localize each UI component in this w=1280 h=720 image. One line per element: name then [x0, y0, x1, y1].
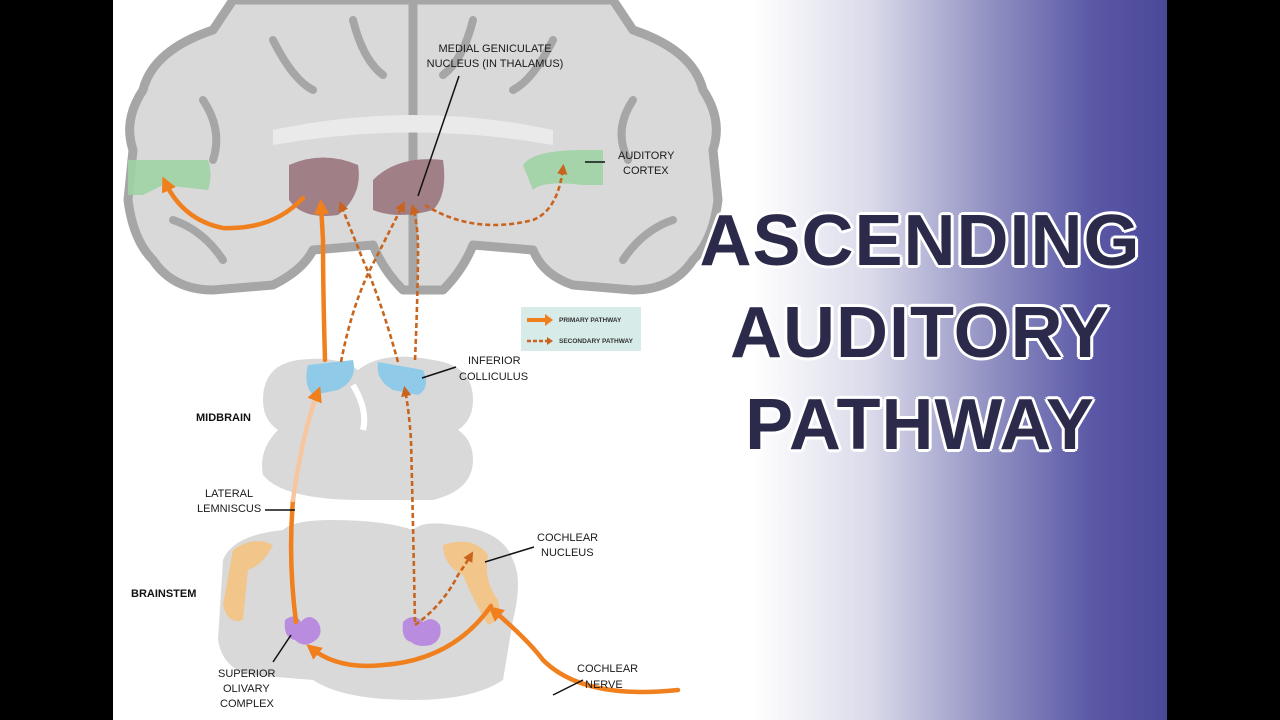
label-cochlear-nerve-line1: COCHLEAR	[577, 663, 638, 675]
title-line-3: PATHWAY	[745, 385, 1095, 465]
label-cochlear-nucleus-line2: NUCLEUS	[541, 547, 594, 559]
title-line-1: ASCENDING	[699, 201, 1141, 281]
label-cochlear-nucleus-line1: COCHLEAR	[537, 532, 598, 544]
label-mgn-line1: MEDIAL GENICULATE	[438, 43, 551, 55]
superior-olivary-complex-right	[402, 617, 441, 646]
label-midbrain: MIDBRAIN	[196, 412, 251, 424]
legend-box	[521, 307, 641, 351]
legend-primary: PRIMARY PATHWAY	[559, 317, 622, 324]
label-pointers	[265, 75, 605, 696]
label-lateral-lemniscus-line1: LATERAL	[205, 488, 253, 500]
primary-pathway	[162, 176, 681, 695]
label-soc-line1: SUPERIOR	[218, 668, 276, 680]
title-line-2: AUDITORY	[729, 293, 1111, 373]
label-inferior-colliculus-line2: COLLICULUS	[459, 371, 528, 383]
legend: PRIMARY PATHWAY SECONDARY PATHWAY	[521, 307, 641, 351]
label-soc-line2: OLIVARY	[223, 683, 270, 695]
label-soc-line3: COMPLEX	[220, 698, 274, 710]
label-auditory-cortex-line2: CORTEX	[623, 165, 669, 177]
cerebrum	[123, 0, 723, 295]
midbrain	[262, 356, 473, 500]
slide: PRIMARY PATHWAY SECONDARY PATHWAY MEDIAL…	[113, 0, 1167, 720]
label-brainstem: BRAINSTEM	[131, 588, 196, 600]
legend-secondary: SECONDARY PATHWAY	[559, 338, 634, 345]
slide-title: ASCENDING AUDITORY PATHWAY	[670, 195, 1170, 471]
inferior-colliculus-left	[306, 360, 354, 395]
label-mgn-line2: NUCLEUS (IN THALAMUS)	[427, 58, 564, 70]
inferior-colliculus-right	[377, 362, 427, 395]
auditory-pathway-diagram: PRIMARY PATHWAY SECONDARY PATHWAY MEDIAL…	[123, 0, 723, 710]
label-inferior-colliculus-line1: INFERIOR	[468, 355, 521, 367]
secondary-pathways	[338, 163, 568, 627]
label-auditory-cortex-line1: AUDITORY	[618, 150, 675, 162]
superior-olivary-complex-left	[284, 616, 321, 645]
label-lateral-lemniscus-line2: LEMNISCUS	[197, 503, 261, 515]
cochlear-nucleus-left	[223, 541, 273, 621]
label-cochlear-nerve-line2: NERVE	[585, 679, 623, 691]
